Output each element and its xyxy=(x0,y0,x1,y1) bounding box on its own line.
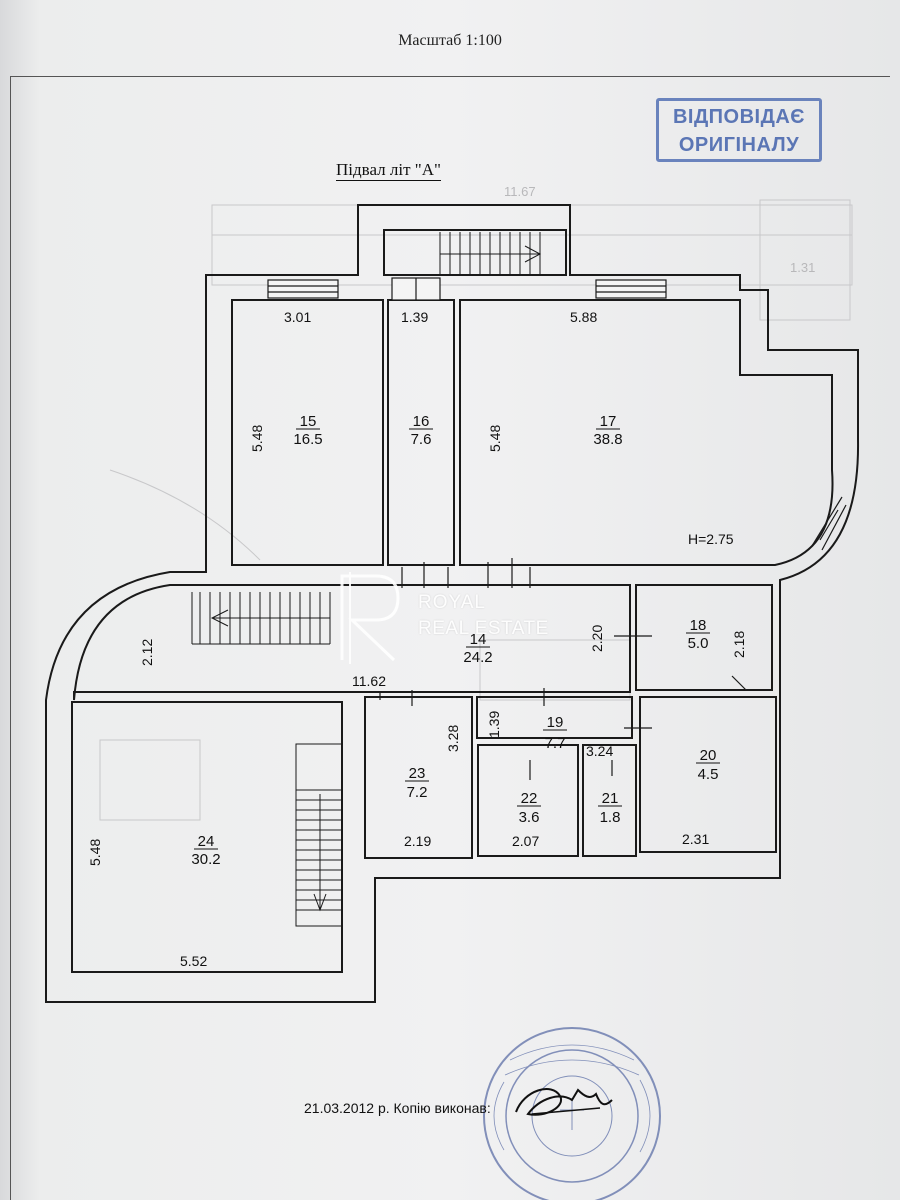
dim-room23-length: 3.28 xyxy=(445,725,461,752)
dim-room18-length: 2.18 xyxy=(731,631,747,658)
ghost-dim-1: 11.67 xyxy=(504,184,536,199)
room-17-number: 17 xyxy=(600,413,617,430)
room-24-label: 24 30.2 xyxy=(191,833,220,868)
dim-room20-width: 2.31 xyxy=(682,831,709,847)
ghost-dim-2: 1.31 xyxy=(790,260,815,275)
dim-room16-width: 1.39 xyxy=(401,309,428,325)
stamp-line-1: ВІДПОВІДАЄ xyxy=(672,106,806,128)
dim-room19-length: 3.24 xyxy=(586,743,613,759)
room-14-label: 14 24.2 xyxy=(463,631,492,666)
room-23-number: 23 xyxy=(409,765,426,782)
dim-room15-width: 3.01 xyxy=(284,309,311,325)
official-round-seal xyxy=(483,1027,661,1200)
room-15-area: 16.5 xyxy=(293,431,322,448)
room-20-number: 20 xyxy=(700,747,717,764)
room-16-area: 7.6 xyxy=(411,431,432,448)
stairs-corridor xyxy=(191,592,331,645)
handwritten-signature xyxy=(515,1088,613,1116)
stairs-room-24 xyxy=(295,743,343,927)
watermark-line-2: REAL ESTATE xyxy=(418,618,549,639)
door-openings xyxy=(379,558,747,780)
dim-room24-length: 5.48 xyxy=(87,839,103,866)
dim-room23-width: 2.19 xyxy=(404,833,431,849)
dim-corridor-length: 11.62 xyxy=(352,673,386,689)
room-14-area: 24.2 xyxy=(463,649,492,666)
room-19-number: 19 xyxy=(547,714,564,731)
certified-copy-stamp: ВІДПОВІДАЄ ОРИГІНАЛУ xyxy=(656,98,822,162)
room-labels: 15 16.5 16 7.6 17 38.8 14 24.2 18 xyxy=(191,413,720,868)
room-15-label: 15 16.5 xyxy=(293,413,322,448)
room-21-area: 1.8 xyxy=(600,809,621,826)
ghost-dimensions: 11.67 1.31 xyxy=(504,184,815,275)
room-17-label: 17 38.8 xyxy=(593,413,622,448)
watermark-line-1: ROYAL xyxy=(418,592,487,613)
dim-corridor-width: 2.12 xyxy=(139,639,155,666)
room-18-number: 18 xyxy=(690,617,707,634)
windows xyxy=(267,277,667,301)
curved-window xyxy=(811,496,847,551)
room-23-area: 7.2 xyxy=(407,784,428,801)
room-14-number: 14 xyxy=(470,631,487,648)
room-18-label: 18 5.0 xyxy=(686,617,710,652)
room-21-number: 21 xyxy=(602,790,619,807)
room-22-label: 22 3.6 xyxy=(517,790,541,826)
dim-room22-width: 2.07 xyxy=(512,833,539,849)
watermark: ROYAL REAL ESTATE xyxy=(418,590,549,642)
dim-room17-length: 5.48 xyxy=(487,425,503,452)
room-15-number: 15 xyxy=(300,413,317,430)
footer-copy-note: 21.03.2012 р. Копію виконав: xyxy=(304,1100,491,1116)
dimensions: 3.01 1.39 5.88 5.48 5.48 H=2.75 2.12 2.2… xyxy=(87,309,747,969)
outer-walls xyxy=(45,204,860,1003)
room-19-area: 7.7 xyxy=(545,735,566,752)
room-16-label: 16 7.6 xyxy=(409,413,433,448)
plan-title: Підвал літ "А" xyxy=(336,160,441,181)
room-18-area: 5.0 xyxy=(688,635,709,652)
footer-date: 21.03.2012 р. xyxy=(304,1100,390,1116)
dim-room17-width: 5.88 xyxy=(570,309,597,325)
room-16-number: 16 xyxy=(413,413,430,430)
dim-room15-length: 5.48 xyxy=(249,425,265,452)
room-17-area: 38.8 xyxy=(593,431,622,448)
footer-note: Копію виконав: xyxy=(393,1100,491,1116)
page-frame xyxy=(10,76,890,1200)
dim-room14-width: 2.20 xyxy=(589,625,605,652)
scale-caption: Масштаб 1:100 xyxy=(398,32,502,49)
dim-room24-width: 5.52 xyxy=(180,953,207,969)
room-21-label: 21 1.8 xyxy=(598,790,622,826)
room-22-area: 3.6 xyxy=(519,809,540,826)
dim-ceiling-height: H=2.75 xyxy=(688,531,734,547)
room-22-number: 22 xyxy=(521,790,538,807)
room-24-number: 24 xyxy=(198,833,215,850)
room-23-label: 23 7.2 xyxy=(405,765,429,801)
room-20-label: 20 4.5 xyxy=(696,747,720,783)
stairs-top xyxy=(439,232,542,274)
stamp-line-2: ОРИГІНАЛУ xyxy=(678,134,800,156)
room-24-area: 30.2 xyxy=(191,851,220,868)
room-19-label: 19 7.7 xyxy=(543,714,567,752)
room-20-area: 4.5 xyxy=(698,766,719,783)
dim-room19-width: 1.39 xyxy=(486,711,502,738)
